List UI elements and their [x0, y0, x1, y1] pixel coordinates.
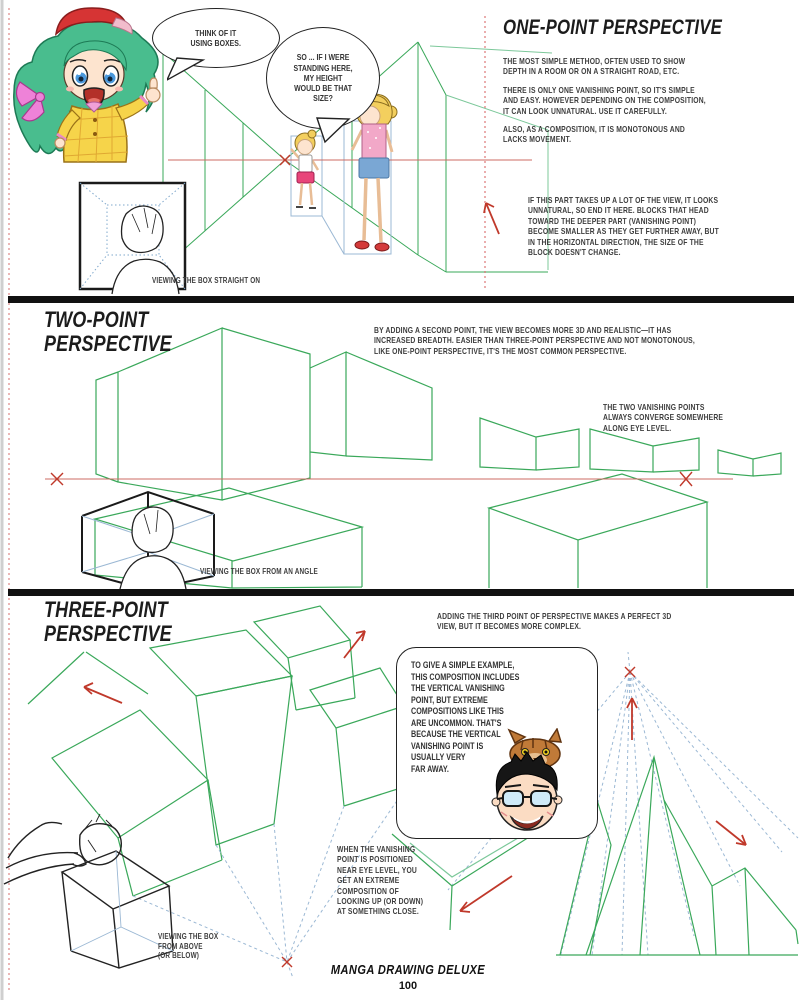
speech-bubble-1-text: THINK OF IT USING BOXES. — [190, 27, 242, 48]
explanation-panel: TO GIVE A SIMPLE EXAMPLE, THIS COMPOSITI… — [396, 647, 598, 839]
section3-intro: ADDING THE THIRD POINT OF PERSPECTIVE MA… — [437, 611, 672, 632]
section-divider-2 — [8, 589, 794, 596]
straight-on-viewbox — [78, 181, 187, 295]
vanishing-point-x-icon-bottom — [281, 956, 293, 968]
leaning-girl-sketch — [3, 813, 122, 885]
vanishing-point-x-icon-left — [50, 472, 64, 486]
three-point-dashed-guides-bottom — [132, 785, 408, 979]
section1-paragraph-3: ALSO, AS A COMPOSITION, IT IS MONOTONOUS… — [503, 124, 685, 145]
vanishing-point-x-icon-top — [624, 666, 636, 678]
section1-caption: VIEWING THE BOX STRAIGHT ON — [152, 276, 261, 285]
vanishing-point-x-icon-right — [679, 471, 693, 487]
hair-bow — [15, 81, 46, 122]
section2-intro: BY ADDING A SECOND POINT, THE VIEW BECOM… — [374, 325, 695, 356]
section1-title: ONE-POINT PERSPECTIVE — [503, 16, 722, 39]
section2-title: TWO-POINT PERSPECTIVE — [44, 307, 172, 356]
boy-face — [491, 751, 563, 831]
section-divider-1 — [8, 296, 794, 303]
person-back-view-2 — [119, 506, 187, 590]
section3-caption: VIEWING THE BOX FROM ABOVE (OR BELOW) — [158, 932, 219, 961]
speech-bubble-2: SO ... IF I WERE STANDING HERE, MY HEIGH… — [266, 27, 380, 144]
page-number: 100 — [398, 980, 418, 992]
far-girl-figure — [290, 129, 320, 209]
section2-caption: VIEWING THE BOX FROM AN ANGLE — [200, 567, 318, 576]
footer-book-title: MANGA DRAWING DELUXE — [330, 962, 486, 977]
section1-paragraph-1: THE MOST SIMPLE METHOD, OFTEN USED TO SH… — [503, 56, 686, 77]
section2-note: THE TWO VANISHING POINTS ALWAYS CONVERGE… — [603, 402, 724, 433]
near-girl-figure — [350, 93, 398, 252]
red-arrow-icon-up-left — [483, 202, 500, 235]
two-point-drawing — [92, 327, 782, 589]
three-point-dashed-guides-top — [447, 651, 799, 959]
angle-viewbox — [81, 490, 215, 592]
three-point-right-buildings — [391, 754, 799, 956]
chibi-girl-character — [13, 7, 161, 163]
section3-title: THREE-POINT PERSPECTIVE — [44, 597, 172, 646]
boy-with-cat-character — [491, 728, 563, 831]
explanation-panel-text: TO GIVE A SIMPLE EXAMPLE, THIS COMPOSITI… — [411, 660, 520, 774]
speech-bubble-1-tail — [167, 57, 206, 81]
red-arrow-icons — [83, 630, 747, 913]
speech-bubble-2-text: SO ... IF I WERE STANDING HERE, MY HEIGH… — [293, 52, 353, 104]
section1-note: IF THIS PART TAKES UP A LOT OF THE VIEW,… — [528, 195, 719, 258]
above-viewbox — [3, 813, 174, 969]
person-back-view — [111, 205, 180, 295]
speech-bubble-2-tail — [316, 117, 351, 144]
speech-bubble-1: THINK OF IT USING BOXES. — [152, 8, 280, 81]
section3-note: WHEN THE VANISHING POINT IS POSITIONED N… — [337, 844, 424, 917]
vanishing-point-x-icon — [279, 154, 291, 166]
section1-paragraph-2: THERE IS ONLY ONE VANISHING POINT, SO IT… — [503, 85, 706, 116]
